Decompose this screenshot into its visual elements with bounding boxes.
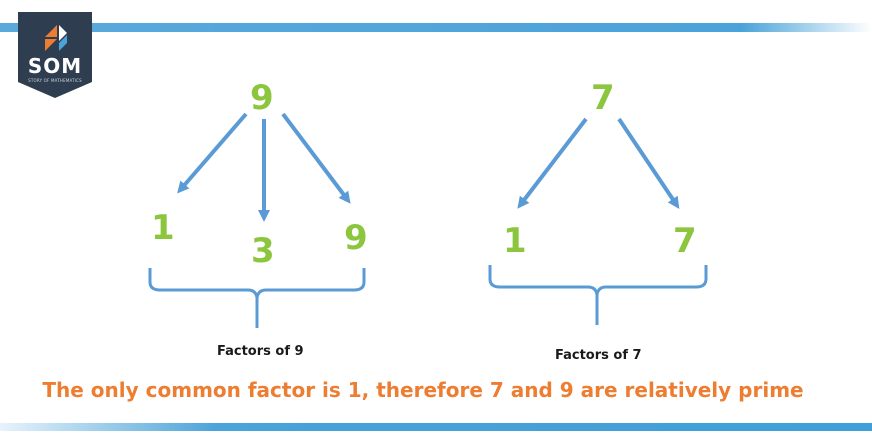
bracket-left [148,268,366,328]
left-root-number: 9 [250,78,274,118]
left-factor-3: 3 [251,231,275,271]
left-caption: Factors of 9 [217,344,304,359]
left-factor-1: 1 [151,208,175,248]
right-root-number: 7 [591,78,615,118]
som-logo [18,12,92,98]
left-factor-9: 9 [344,218,368,258]
top-accent-band [0,23,872,32]
arrow-7-to-1 [517,117,588,209]
arrow-7-to-7 [617,117,680,209]
arrow-9-to-1 [177,112,248,194]
right-factor-1: 1 [503,221,527,261]
conclusion-statement: The only common factor is 1, therefore 7… [42,378,804,402]
right-caption: Factors of 7 [555,348,642,363]
logo-subtitle: STORY OF MATHEMATICS [28,78,82,83]
bottom-accent-band [0,423,872,431]
logo-text: SOM [27,54,83,78]
right-factor-7: 7 [673,221,697,261]
bracket-right [488,265,708,325]
arrow-9-to-9 [281,112,351,204]
